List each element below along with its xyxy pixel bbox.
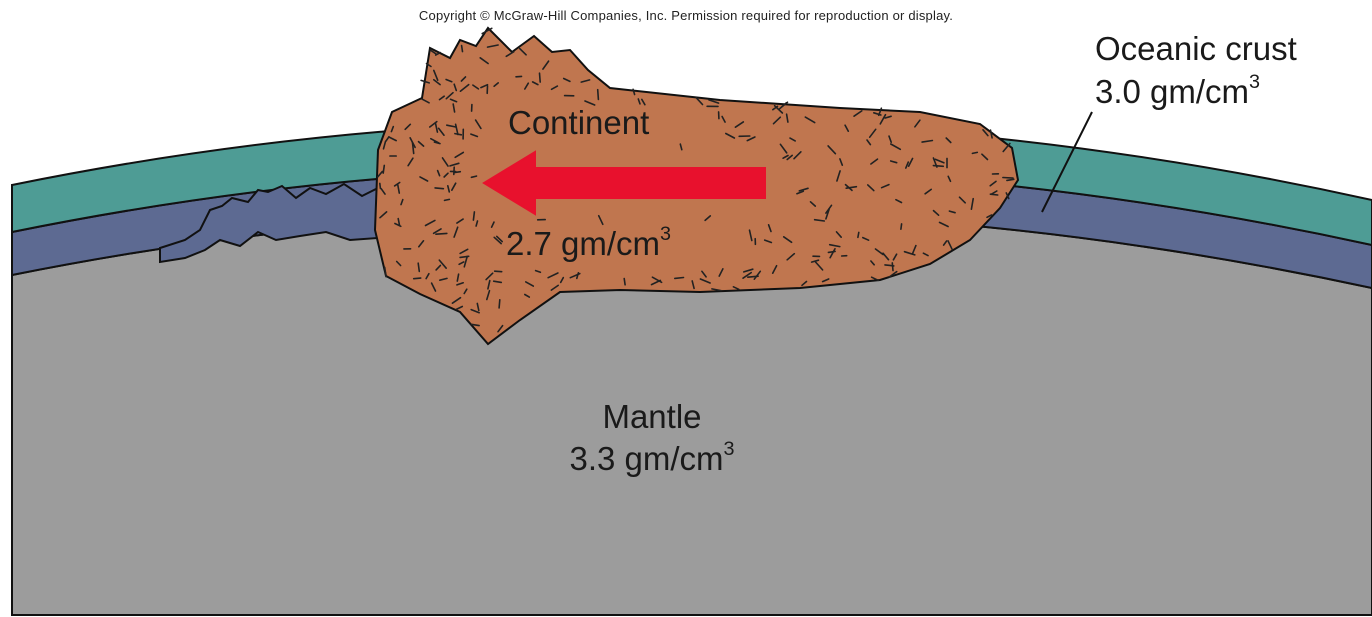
texture-mark: [462, 46, 463, 52]
texture-mark: [414, 278, 421, 279]
texture-mark: [828, 251, 835, 252]
texture-mark: [473, 212, 474, 220]
texture-mark: [380, 183, 381, 188]
continent-label: Continent: [508, 104, 649, 142]
mantle-label: Mantle: [0, 398, 1304, 436]
texture-mark: [892, 263, 893, 271]
texture-mark: [499, 300, 500, 308]
texture-mark: [675, 278, 684, 279]
texture-mark: [1003, 178, 1013, 179]
texture-mark: [624, 279, 625, 285]
texture-mark: [436, 233, 447, 234]
texture-mark: [383, 165, 384, 173]
texture-mark: [598, 90, 599, 100]
texture-mark: [901, 224, 902, 229]
texture-mark: [418, 263, 419, 271]
texture-mark: [858, 232, 859, 237]
continent-density-label: 2.7 gm/cm3: [506, 225, 671, 263]
texture-mark: [445, 199, 450, 200]
texture-mark: [1007, 179, 1014, 180]
texture-mark: [435, 188, 443, 189]
texture-mark: [972, 152, 977, 153]
oceanic-crust-label: Oceanic crust: [1095, 30, 1297, 68]
texture-mark: [495, 271, 502, 272]
texture-mark: [540, 73, 541, 82]
mantle-density-label: 3.3 gm/cm3: [0, 440, 1304, 478]
texture-mark: [460, 256, 469, 257]
oceanic-crust-density-label: 3.0 gm/cm3: [1095, 73, 1260, 111]
texture-mark: [933, 166, 943, 167]
